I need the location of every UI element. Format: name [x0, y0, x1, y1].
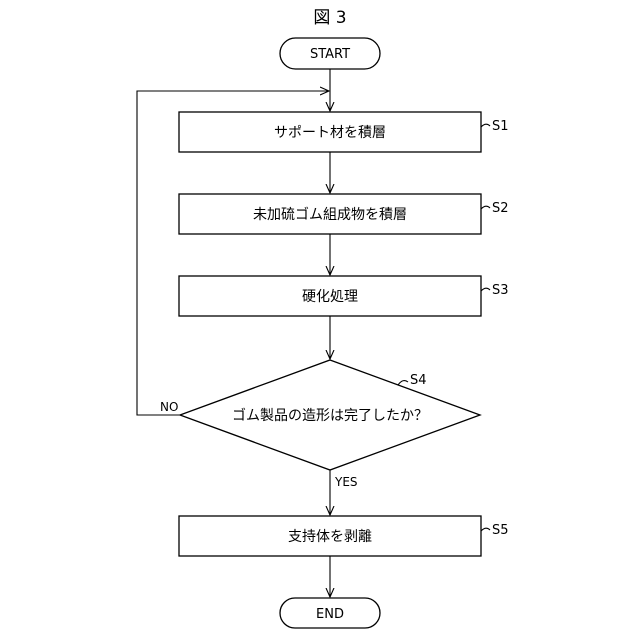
step-s3-leader	[481, 288, 490, 291]
step-s1-label: サポート材を積層	[274, 125, 386, 141]
decision-s4-leader	[398, 381, 408, 385]
step-s5: 支持体を剥離 S5	[179, 516, 509, 556]
step-s1-id: S1	[492, 119, 509, 134]
branch-no-label: NO	[160, 400, 178, 414]
figure-title: 図 3	[313, 8, 346, 28]
step-s3: 硬化処理 S3	[179, 276, 509, 316]
decision-s4-id: S4	[410, 373, 427, 388]
step-s2: 未加硫ゴム組成物を積層 S2	[179, 194, 509, 234]
branch-yes-label: YES	[334, 475, 358, 489]
step-s5-leader	[481, 528, 490, 531]
step-s2-leader	[481, 206, 490, 209]
step-s1: サポート材を積層 S1	[179, 112, 509, 152]
end-label: END	[316, 607, 344, 622]
start-label: START	[310, 47, 350, 62]
step-s2-id: S2	[492, 201, 509, 216]
step-s5-label: 支持体を剥離	[288, 528, 372, 545]
step-s5-id: S5	[492, 523, 509, 538]
start-terminal: START	[280, 38, 380, 69]
decision-s4: ゴム製品の造形は完了したか？ S4	[180, 360, 480, 470]
step-s2-label: 未加硫ゴム組成物を積層	[253, 206, 407, 223]
decision-s4-label: ゴム製品の造形は完了したか？	[232, 407, 428, 424]
step-s3-id: S3	[492, 283, 509, 298]
end-terminal: END	[280, 598, 380, 628]
step-s3-label: 硬化処理	[302, 289, 358, 305]
step-s1-leader	[481, 124, 490, 127]
